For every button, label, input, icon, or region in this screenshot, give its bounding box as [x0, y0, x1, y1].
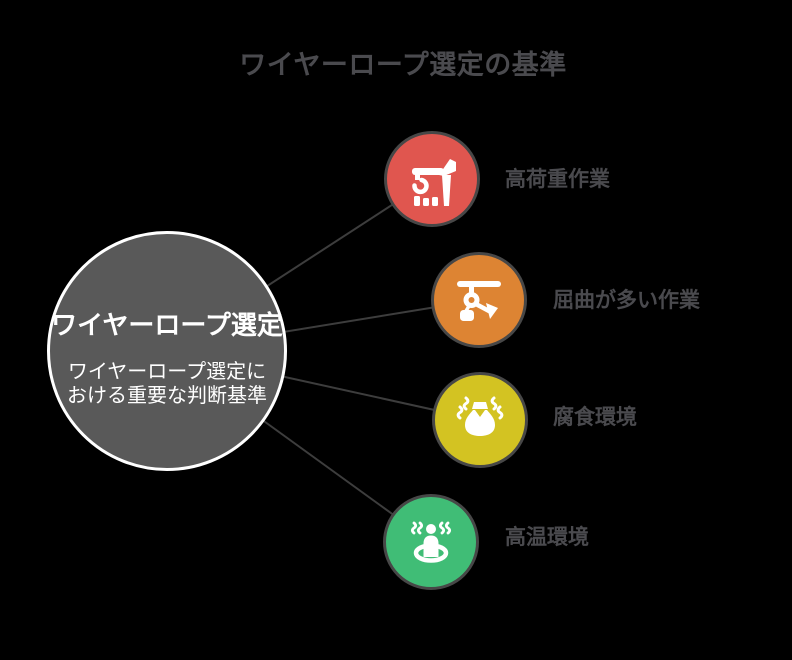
page-title: ワイヤーロープ選定の基準 [239, 50, 567, 80]
node-label-bending: 屈曲が多い作業 [553, 289, 700, 312]
node-bending [431, 252, 527, 348]
corrosion-bag-icon [453, 393, 507, 447]
center-node-subtitle-line1: ワイヤーロープ選定に [67, 361, 267, 383]
crane-icon [405, 152, 459, 206]
node-label-corrosion: 腐食環境 [553, 406, 637, 429]
pulley-icon [452, 273, 506, 327]
center-node-heading: ワイヤーロープ選定 [51, 310, 283, 340]
center-node: ワイヤーロープ選定 ワイヤーロープ選定に おける重要な判断基準 [47, 231, 287, 471]
node-corrosion [432, 372, 528, 468]
hot-spring-person-icon [404, 515, 458, 569]
node-high-temp [383, 494, 479, 590]
node-label-high-temp: 高温環境 [505, 526, 589, 549]
center-node-subtitle-line2: おける重要な判断基準 [67, 385, 267, 407]
node-label-high-load: 高荷重作業 [505, 168, 610, 191]
center-node-subtitle: ワイヤーロープ選定に おける重要な判断基準 [50, 360, 284, 408]
node-high-load [384, 131, 480, 227]
